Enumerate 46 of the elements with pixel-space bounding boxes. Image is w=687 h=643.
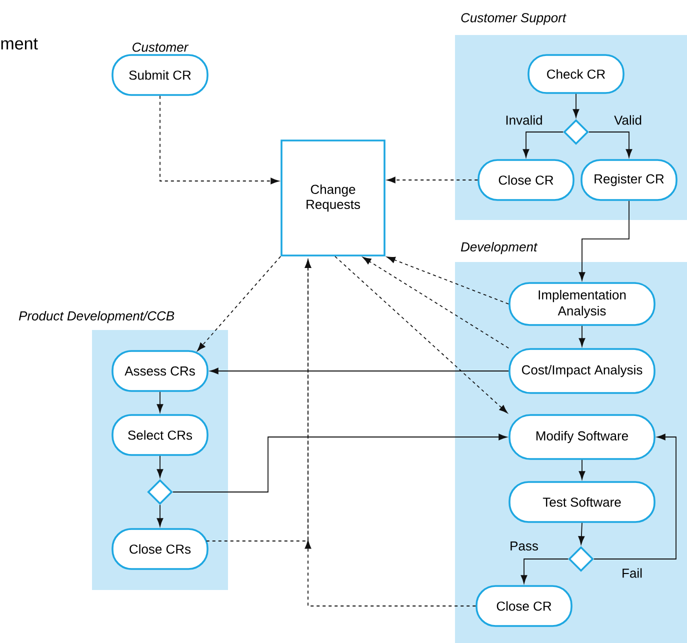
activity-box: Select CRs (112, 414, 208, 456)
arrow (156, 455, 164, 478)
data-store-box: Change Requests (280, 140, 386, 256)
arrow (578, 522, 585, 545)
arrow (197, 256, 282, 352)
arrow (156, 391, 164, 413)
title-fragment: ment (1, 38, 38, 50)
arrow (578, 459, 586, 480)
arrow (172, 434, 508, 492)
arrow (386, 176, 478, 184)
activity-box: Submit CR (112, 54, 208, 96)
decision-diamond (568, 546, 594, 572)
edge-label: Pass (508, 540, 540, 552)
activity-box: Cost/Impact Analysis (508, 348, 656, 394)
lane-heading: Customer Support (461, 13, 566, 25)
arrow (520, 558, 569, 584)
arrow (578, 325, 586, 347)
edge-label: Invalid (504, 114, 544, 126)
arrow (362, 257, 510, 349)
activity-box: Close CR (478, 159, 574, 201)
arrow (386, 256, 510, 304)
lane-heading: Development (460, 242, 538, 254)
activity-box: Modify Software (508, 414, 656, 460)
arrow (572, 93, 580, 118)
activity-box: Assess CRs (112, 350, 208, 392)
activity-box: Close CRs (112, 528, 208, 570)
decision-diamond (147, 479, 173, 505)
activity-box: Close CR (476, 585, 572, 627)
decision-diamond (563, 119, 589, 145)
edge-label: Fail (620, 567, 644, 579)
lane-heading: Product Development/CCB (18, 310, 174, 324)
arrow (210, 368, 510, 374)
arrow (578, 200, 630, 281)
arrow (334, 256, 508, 414)
edge-label: Valid (613, 114, 643, 126)
activity-box: Check CR (528, 54, 624, 94)
arrow (593, 434, 676, 560)
arrow (160, 95, 280, 184)
activity-box: Test Software (508, 481, 656, 523)
lane-heading: Customer (132, 42, 189, 52)
activity-box: Register CR (580, 159, 678, 201)
arrow (588, 132, 632, 158)
arrow (156, 504, 164, 527)
activity-box: Implementation Analysis (508, 282, 656, 326)
arrow (522, 132, 564, 158)
arrow (206, 260, 312, 549)
